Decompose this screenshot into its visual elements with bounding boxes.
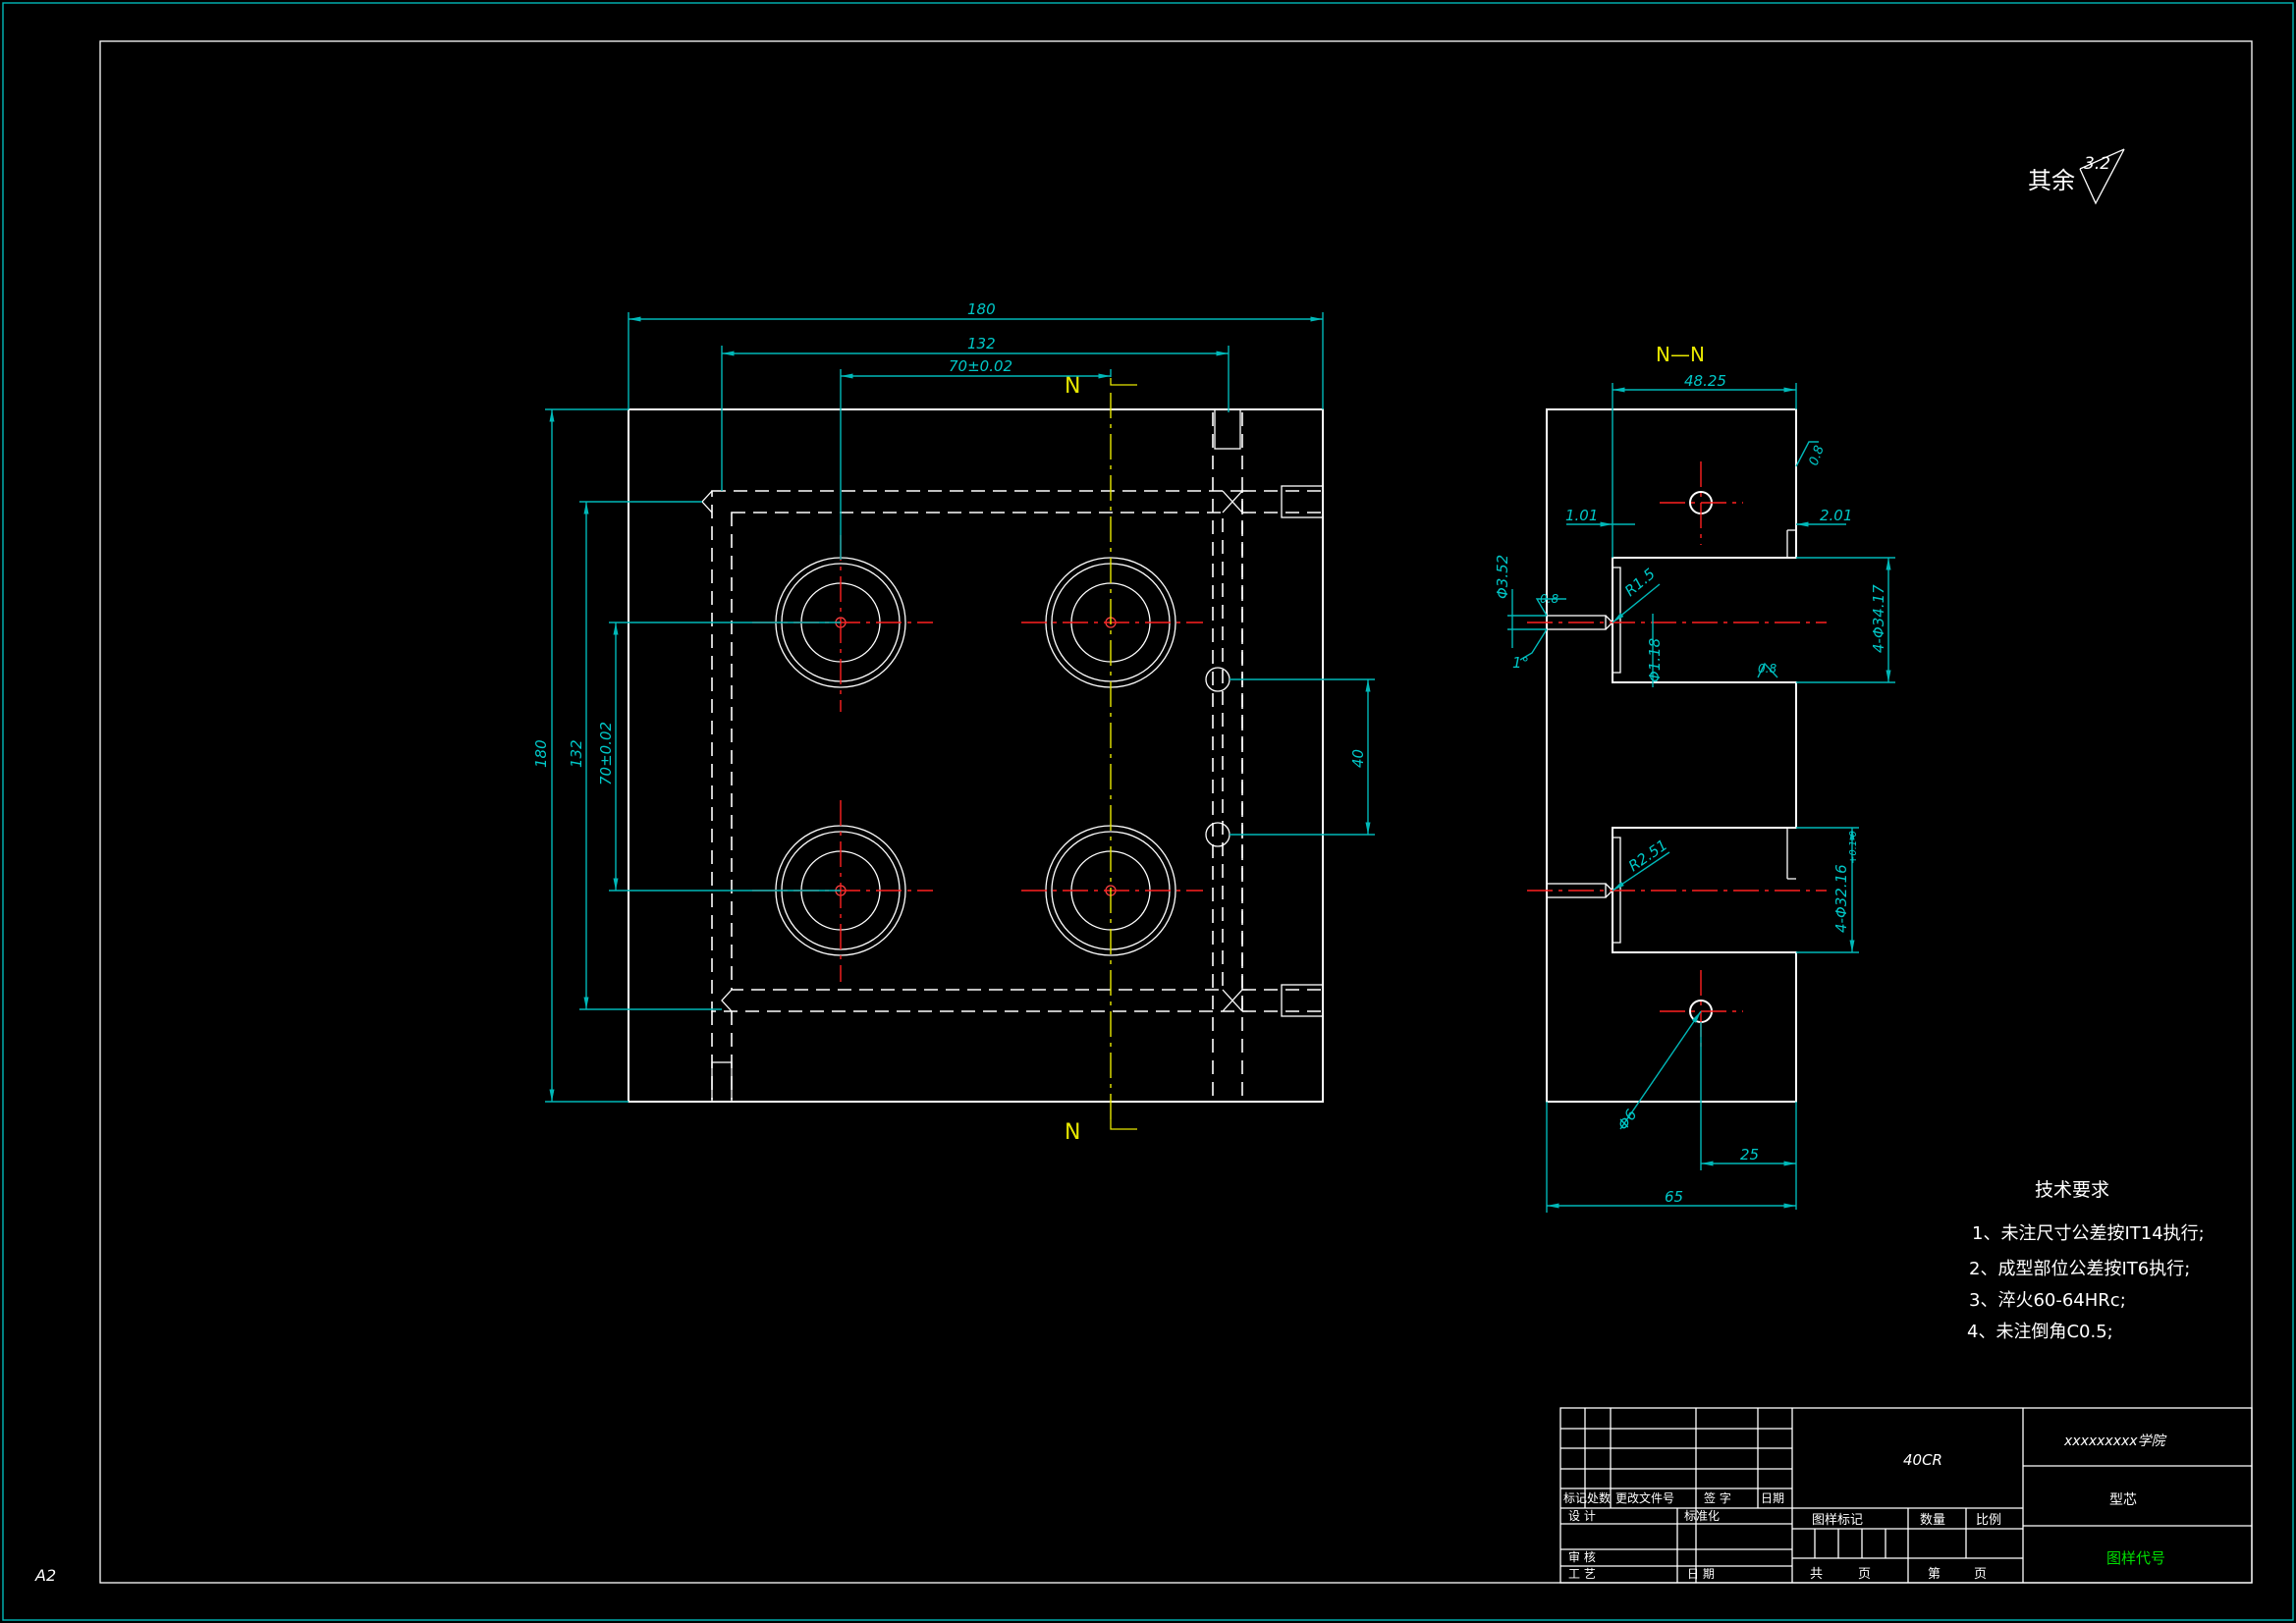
hidden-channel-frame <box>711 490 1243 1012</box>
cav-upper-roughness: 0.8 <box>1758 662 1777 676</box>
paper-size: A2 <box>34 1566 56 1585</box>
tb-sheet-page: 页 <box>1858 1567 1871 1582</box>
tb-rev-count: 处数 <box>1587 1490 1611 1505</box>
tb-sheet-total: 共 <box>1810 1567 1823 1582</box>
tb-mark-scale: 比例 <box>1976 1513 2001 1528</box>
dim-hole-span: 70±0.02 <box>949 357 1012 375</box>
tb-material: 40CR <box>1903 1451 1942 1469</box>
dim-cav-lower-tol: +0.1 0 <box>1848 831 1859 864</box>
tb-design: 设 计 <box>1568 1509 1596 1523</box>
dim-angle: 1° <box>1512 654 1529 672</box>
center-lines <box>752 393 1203 1119</box>
tb-rev-date: 日期 <box>1761 1491 1784 1505</box>
section-mark-bottom: N <box>1065 1120 1080 1145</box>
roughness-top: 0.8 <box>1807 444 1828 468</box>
tb-part-name: 型芯 <box>2109 1492 2137 1508</box>
tb-drawing-code: 图样代号 <box>2106 1549 2165 1567</box>
surface-roughness-note: 其余 3.2 <box>2028 148 2125 205</box>
section-title: N—N <box>1656 343 1705 366</box>
tb-rev-sign: 签 字 <box>1704 1490 1731 1505</box>
dim-cav-upper: 4-Φ34.17 <box>1870 584 1887 653</box>
dim-small-dia: Φ1.18 <box>1646 638 1664 682</box>
section-view: N—N 48.25 0.8 1.01 <box>1494 343 1895 1213</box>
tb-date: 日 期 <box>1687 1567 1715 1581</box>
dim-hole-span-outer: 132 <box>967 335 996 352</box>
tb-check: 审 核 <box>1568 1549 1596 1564</box>
dim-left-offset: 1.01 <box>1565 507 1598 524</box>
dim-r-upper: R1.5 <box>1621 565 1659 600</box>
dim-cav-lower: 4-Φ32.16 <box>1832 864 1850 933</box>
tb-sheet-page2: 页 <box>1974 1567 1987 1582</box>
tb-rev-mark: 标记 <box>1563 1491 1587 1505</box>
tb-process: 工 艺 <box>1568 1567 1596 1581</box>
dim-total-width: 65 <box>1665 1188 1683 1206</box>
tech-title: 技术要求 <box>2035 1179 2109 1201</box>
title-block: 标记 处数 更改文件号 签 字 日期 设 计 标准化 审 核 工 艺 日 期 4… <box>1559 1407 2253 1584</box>
dim-pin-dia: Φ3.52 <box>1494 555 1511 599</box>
dim-top-width: 180 <box>967 300 996 318</box>
tech-item-4: 4、未注倒角C0.5; <box>1967 1322 2113 1342</box>
roughness-value: 3.2 <box>2084 154 2110 174</box>
section-dimensions: 48.25 0.8 1.01 2.01 Φ3.52 0.8 R1.5 Φ1.18… <box>1494 372 1895 1213</box>
tech-item-1: 1、未注尺寸公差按IT14执行; <box>1972 1223 2205 1244</box>
dim-section-top: 48.25 <box>1684 372 1726 390</box>
dim-left-span-outer: 132 <box>568 739 585 768</box>
dim-left-span: 70±0.02 <box>597 722 615 785</box>
dim-right-offset: 40 <box>1349 749 1367 768</box>
tb-school: xxxxxxxxx学院 <box>2063 1434 2167 1449</box>
tb-mark-qty: 数量 <box>1920 1513 1945 1528</box>
section-mark-top: N <box>1065 374 1080 399</box>
pin-roughness: 0.8 <box>1540 592 1558 606</box>
tech-item-2: 2、成型部位公差按IT6执行; <box>1969 1259 2190 1279</box>
tb-standard: 标准化 <box>1684 1509 1720 1523</box>
dim-hole-dia: Φ6 <box>1614 1106 1641 1133</box>
front-dimensions: 180 132 70±0.02 180 132 70±0.02 <box>532 300 1375 1103</box>
roughness-prefix: 其余 <box>2028 167 2075 194</box>
tech-item-3: 3、淬火60-64HRc; <box>1969 1290 2126 1311</box>
front-view: N N 180 132 70±0.02 180 132 <box>532 300 1375 1145</box>
inner-border <box>99 40 2253 1584</box>
tb-rev-doc: 更改文件号 <box>1615 1490 1674 1505</box>
front-outline <box>628 408 1324 1103</box>
tech-requirements: 技术要求 1、未注尺寸公差按IT14执行; 2、成型部位公差按IT6执行; 3、… <box>1967 1179 2205 1342</box>
dim-right-offset: 2.01 <box>1820 507 1852 524</box>
tb-sheet-no: 第 <box>1928 1567 1941 1582</box>
tb-mark-drawing: 图样标记 <box>1812 1513 1863 1528</box>
dim-left-height: 180 <box>532 739 550 768</box>
dim-bottom-offset: 25 <box>1740 1146 1759 1163</box>
